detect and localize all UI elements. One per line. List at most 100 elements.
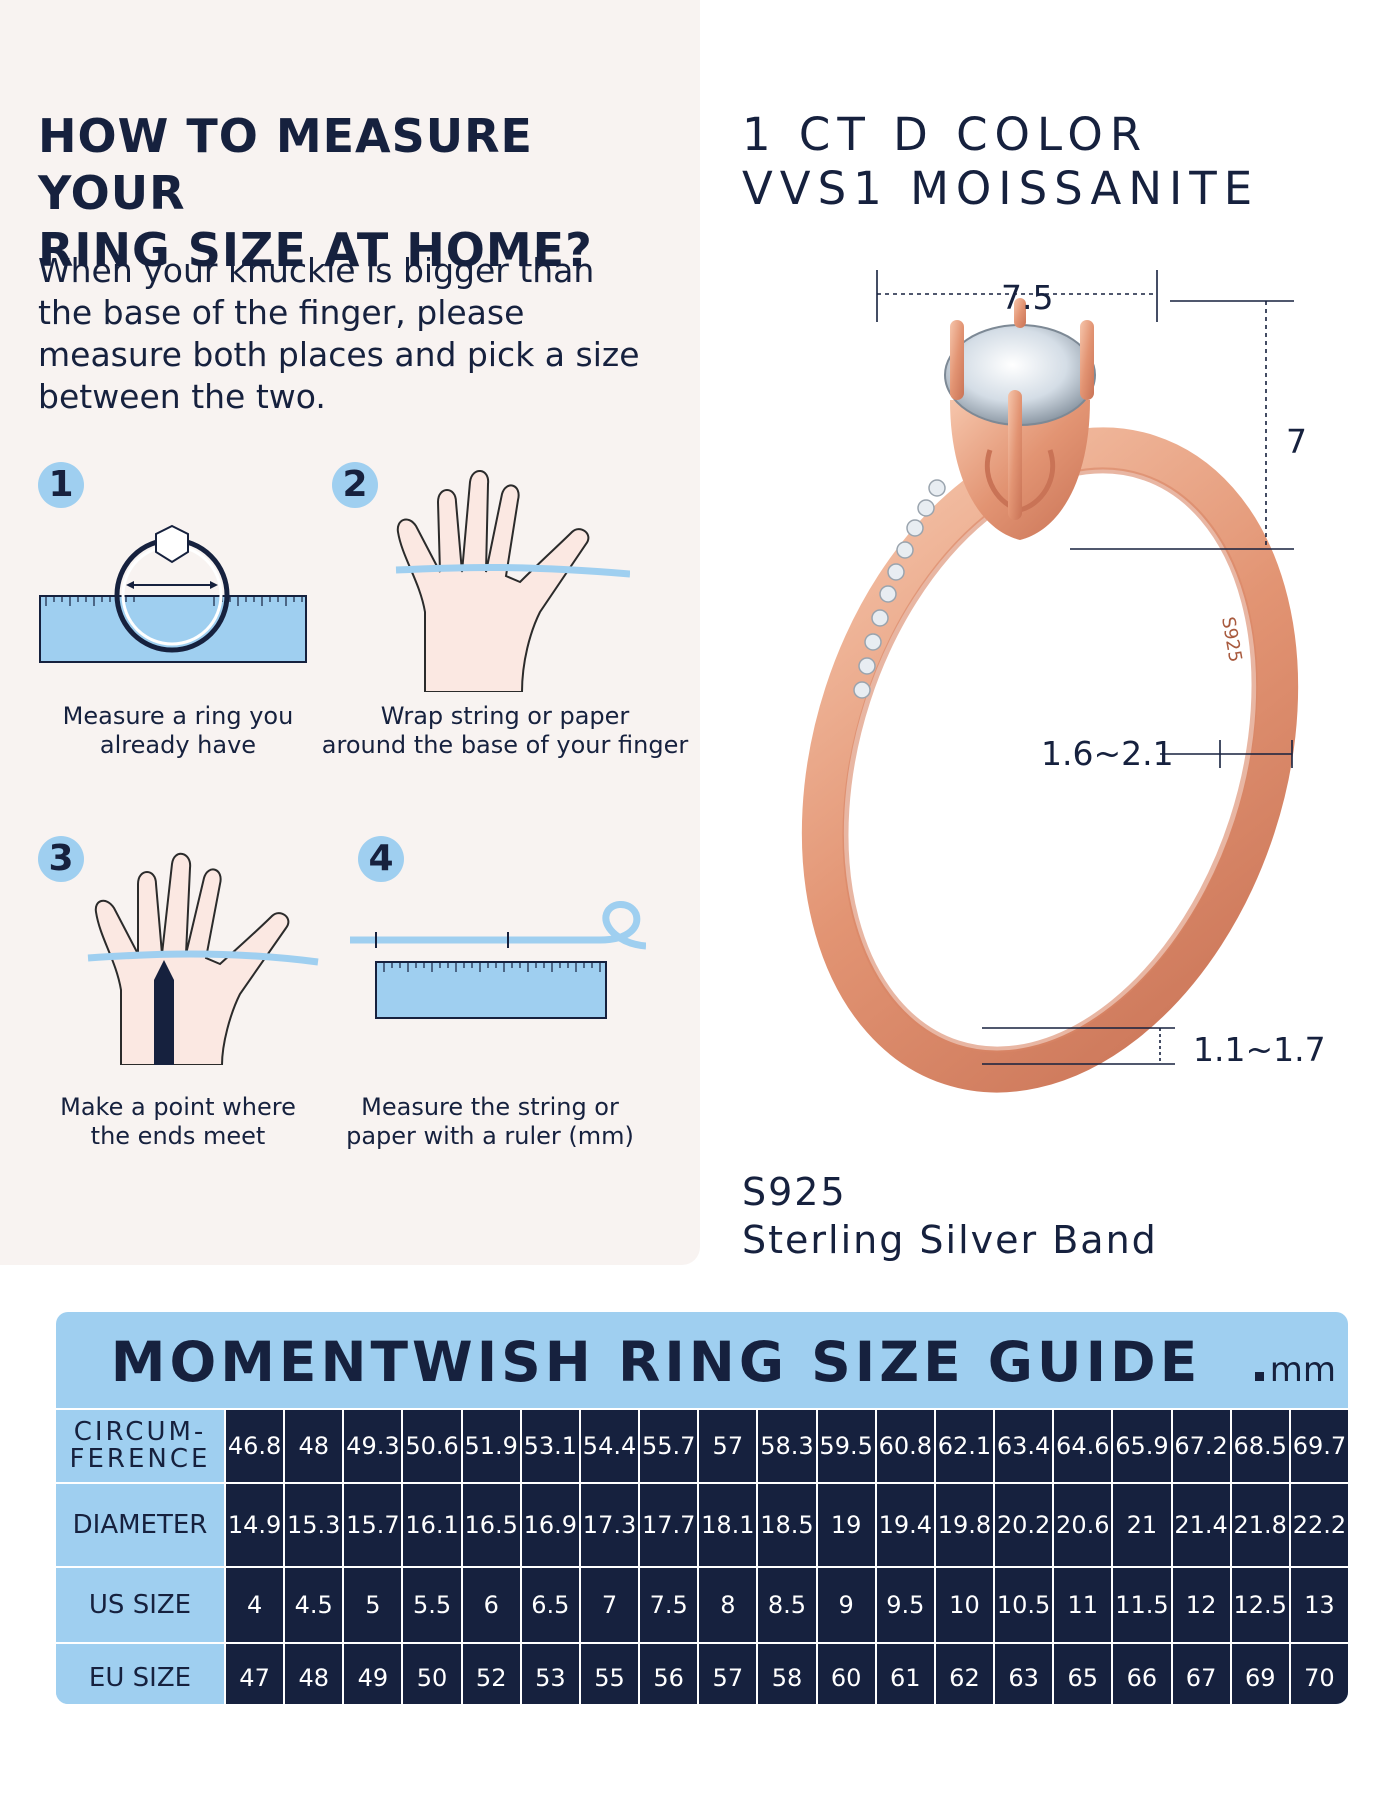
table-cell: 64.6: [1052, 1408, 1113, 1483]
table-cell: 53: [519, 1642, 580, 1704]
step-3-caption-line2: the ends meet: [90, 1122, 266, 1150]
product-title-line2: VVS1 MOISSANITE: [742, 162, 1260, 215]
table-cell: 9: [815, 1566, 876, 1643]
row-label-circumference-line2: FERENCE: [69, 1444, 211, 1474]
table-cell: 59.5: [815, 1408, 876, 1483]
table-cell: 57: [697, 1408, 758, 1483]
step-1-badge: 1: [38, 462, 84, 508]
table-cell: 19.4: [874, 1482, 935, 1567]
step-4-caption: Measure the string or paper with a ruler…: [340, 1093, 640, 1151]
table-cell: 15.3: [283, 1482, 344, 1567]
how-to-intro: When your knuckle is bigger than the bas…: [38, 251, 640, 416]
step-3-caption: Make a point where the ends meet: [38, 1093, 318, 1151]
table-cell: 50.6: [401, 1408, 462, 1483]
table-cell: 4.5: [283, 1566, 344, 1643]
table-cell: 10.5: [993, 1566, 1054, 1643]
table-cell: 53.1: [519, 1408, 580, 1483]
step-4-caption-line1: Measure the string or: [361, 1093, 619, 1121]
table-cell: 63: [993, 1642, 1054, 1704]
table-cell: 52: [460, 1642, 521, 1704]
table-cell: 11.5: [1111, 1566, 1172, 1643]
table-cell: 49: [342, 1642, 403, 1704]
stone-width-label: 7.5: [1001, 278, 1054, 317]
table-cell: 16.5: [460, 1482, 521, 1567]
step-1-caption-line1: Measure a ring you: [62, 702, 294, 730]
row-label-circumference: CIRCUM- FERENCE: [56, 1408, 225, 1483]
table-cell: 61: [874, 1642, 935, 1704]
table-cell: 4: [223, 1566, 285, 1643]
table-cell: 20.2: [993, 1482, 1054, 1567]
table-cell: 7: [578, 1566, 640, 1643]
band-material: S925 Sterling Silver Band: [742, 1168, 1158, 1264]
table-cell: 63.4: [993, 1408, 1054, 1483]
table-cell: 12: [1170, 1566, 1231, 1643]
table-cell: 65.9: [1111, 1408, 1172, 1483]
table-cell: 60: [815, 1642, 876, 1704]
step-2-caption-line2: around the base of your finger: [321, 731, 689, 759]
string-ruler-icon: [350, 901, 646, 1019]
table-cell: 62: [933, 1642, 995, 1704]
table-cell: 69: [1229, 1642, 1290, 1704]
table-cell: 12.5: [1229, 1566, 1290, 1643]
table-cell: 16.1: [401, 1482, 462, 1567]
table-cell: 17.3: [578, 1482, 640, 1567]
table-cell: 6: [460, 1566, 521, 1643]
row-label-circumference-line1: CIRCUM-: [73, 1417, 207, 1447]
step-2-caption: Wrap string or paper around the base of …: [320, 702, 690, 760]
size-guide-unit: mm: [1254, 1350, 1336, 1390]
table-cell: 60.8: [874, 1408, 935, 1483]
table-cell: 13: [1288, 1566, 1348, 1643]
band-material-line2: Sterling Silver Band: [742, 1218, 1158, 1262]
step-2-badge: 2: [332, 462, 378, 508]
table-cell: 69.7: [1288, 1408, 1348, 1483]
size-guide-title: MOMENTWISH RING SIZE GUIDE: [110, 1330, 1202, 1394]
table-cell: 46.8: [223, 1408, 285, 1483]
hand-mark-icon: [87, 853, 319, 1065]
product-title: 1 CT D COLOR VVS1 MOISSANITE: [742, 108, 1259, 216]
table-cell: 55: [578, 1642, 640, 1704]
table-cell: 18.1: [697, 1482, 758, 1567]
table-cell: 7.5: [638, 1566, 699, 1643]
table-cell: 70: [1288, 1642, 1348, 1704]
table-cell: 58: [756, 1642, 817, 1704]
table-cell: 49.3: [342, 1408, 403, 1483]
table-cell: 8.5: [756, 1566, 817, 1643]
table-cell: 21.4: [1170, 1482, 1231, 1567]
table-cell: 21: [1111, 1482, 1172, 1567]
unit-dot-icon: [1254, 1372, 1264, 1381]
table-cell: 14.9: [223, 1482, 285, 1567]
table-cell: 65: [1052, 1642, 1113, 1704]
product-title-line1: 1 CT D COLOR: [742, 108, 1149, 161]
table-cell: 57: [697, 1642, 758, 1704]
engraving-text: S925: [1217, 615, 1246, 664]
table-cell: 5: [342, 1566, 403, 1643]
step-4-badge: 4: [358, 836, 404, 882]
table-cell: 51.9: [460, 1408, 521, 1483]
table-cell: 8: [697, 1566, 758, 1643]
table-cell: 21.8: [1229, 1482, 1290, 1567]
table-cell: 50: [401, 1642, 462, 1704]
step-4-caption-line2: paper with a ruler (mm): [346, 1122, 634, 1150]
row-label-eu-size: EU SIZE: [56, 1642, 225, 1704]
table-cell: 56: [638, 1642, 699, 1704]
table-cell: 48: [283, 1408, 344, 1483]
step-1-caption: Measure a ring you already have: [38, 702, 318, 760]
table-cell: 22.2: [1288, 1482, 1348, 1567]
table-cell: 48: [283, 1642, 344, 1704]
table-cell: 58.3: [756, 1408, 817, 1483]
table-cell: 66: [1111, 1642, 1172, 1704]
table-cell: 11: [1052, 1566, 1113, 1643]
how-to-title-line2: RING SIZE AT HOME?: [38, 223, 593, 277]
table-cell: 9.5: [874, 1566, 935, 1643]
table-cell: 55.7: [638, 1408, 699, 1483]
table-cell: 19.8: [933, 1482, 995, 1567]
step-2-caption-line1: Wrap string or paper: [380, 702, 630, 730]
table-cell: 67: [1170, 1642, 1231, 1704]
how-to-title-line1: HOW TO MEASURE YOUR: [38, 109, 533, 220]
how-to-title: HOW TO MEASURE YOUR RING SIZE AT HOME?: [38, 108, 678, 279]
